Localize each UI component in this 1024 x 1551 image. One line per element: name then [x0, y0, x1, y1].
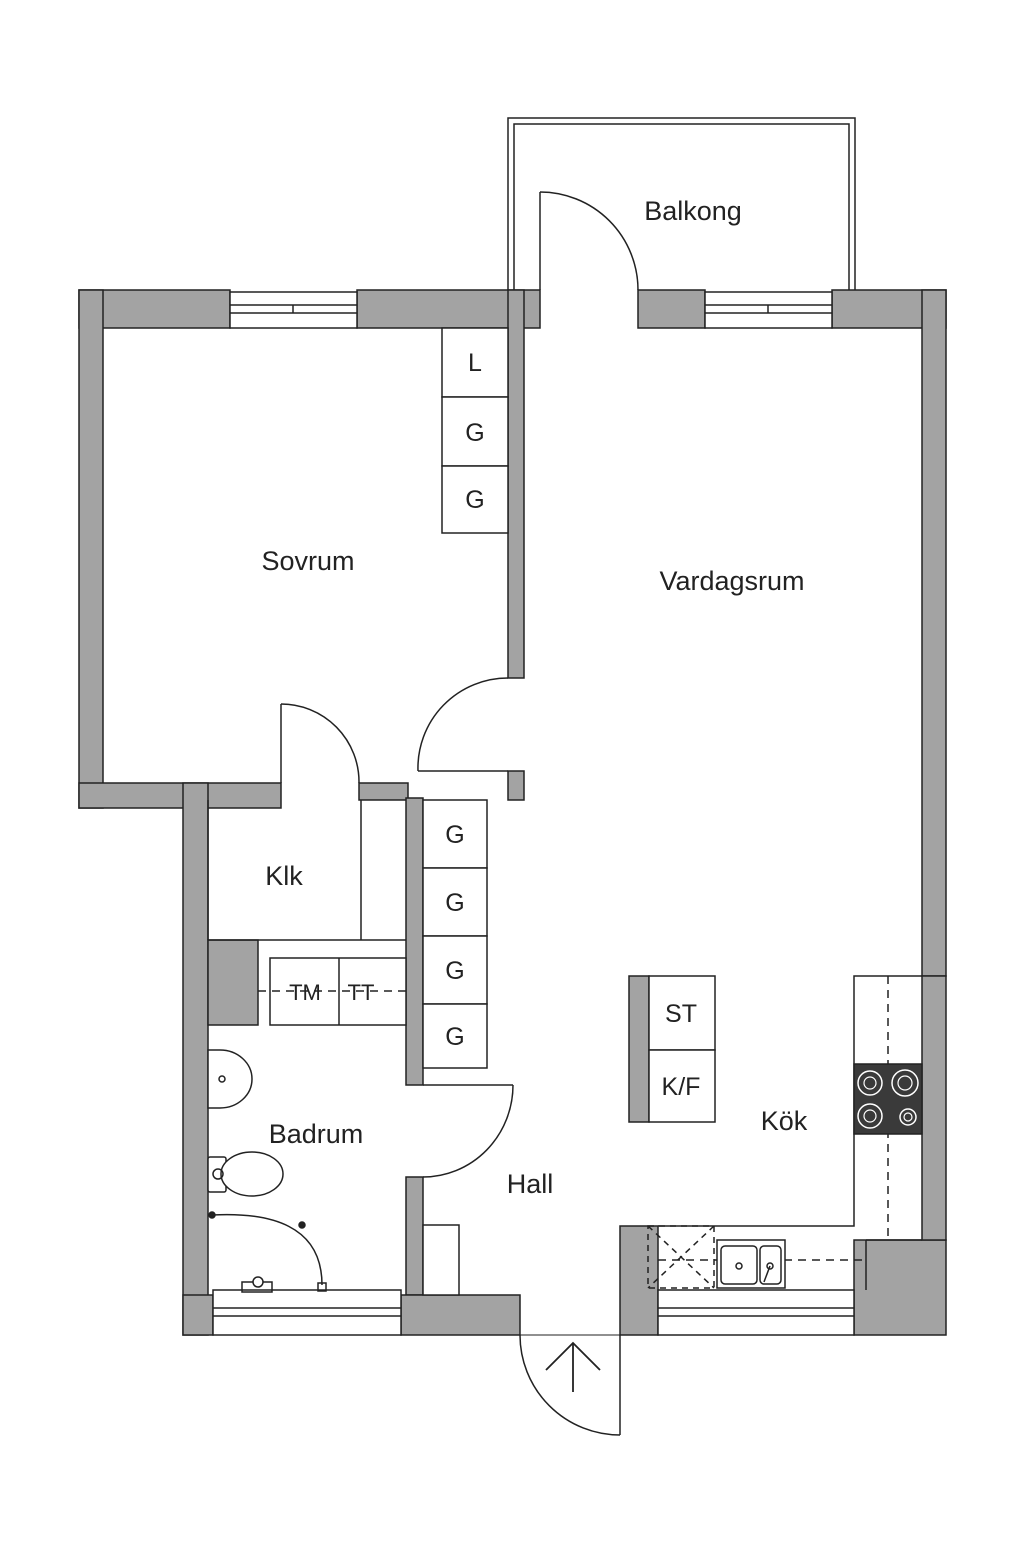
label-hall-g1: G	[445, 821, 464, 849]
storage-labels: L G G G G G G	[445, 349, 484, 1051]
toilet-icon	[207, 1151, 284, 1197]
wardrobe-hall-1	[422, 799, 488, 869]
window-badrum	[212, 1289, 402, 1336]
doors	[280, 191, 639, 1436]
door-klk	[280, 703, 360, 784]
window-vardagsrum	[704, 291, 833, 329]
label-sovrum-l: L	[468, 349, 482, 377]
label-st: ST	[665, 1000, 697, 1028]
label-kf: K/F	[662, 1073, 701, 1101]
entrance-arrow-icon	[545, 1341, 601, 1392]
window-kok	[657, 1289, 855, 1336]
wardrobe-sovrum-2	[441, 396, 509, 467]
fridge-unit	[628, 975, 716, 1123]
stove-icon	[853, 1063, 923, 1135]
label-tt: TT	[348, 980, 375, 1005]
shower-icon	[208, 1211, 327, 1293]
balcony	[507, 117, 856, 290]
room-label-vardagsrum: Vardagsrum	[659, 566, 804, 596]
room-labels: Balkong Sovrum Vardagsrum Klk Badrum Hal…	[261, 196, 807, 1199]
room-label-klk: Klk	[265, 861, 303, 891]
door-sovrum	[417, 677, 509, 772]
room-label-sovrum: Sovrum	[261, 546, 354, 576]
label-hall-g3: G	[445, 957, 464, 985]
sink-icon	[716, 1239, 786, 1289]
wardrobe-sovrum-1	[441, 327, 509, 398]
dishwasher	[647, 1225, 715, 1289]
label-sovrum-g2: G	[465, 486, 484, 514]
room-label-balkong: Balkong	[644, 196, 742, 226]
label-hall-g4: G	[445, 1023, 464, 1051]
walls	[78, 289, 947, 1336]
windows	[212, 291, 855, 1336]
door-balkong	[539, 191, 639, 291]
wardrobe-hall-2	[422, 867, 488, 937]
wardrobe-hall-4	[422, 1003, 488, 1069]
door-badrum	[422, 1084, 514, 1178]
appliance-labels: TM TT ST K/F	[289, 980, 700, 1101]
door-entrance	[519, 1334, 621, 1436]
label-tm: TM	[289, 980, 321, 1005]
basin-icon	[207, 1049, 253, 1109]
window-sovrum	[229, 291, 358, 329]
hall-shoe-shelf	[422, 1224, 460, 1296]
label-sovrum-g1: G	[465, 419, 484, 447]
room-label-badrum: Badrum	[269, 1119, 364, 1149]
klk-shelf	[207, 800, 406, 941]
wardrobe-sovrum-3	[441, 465, 509, 534]
bathroom-fixtures	[207, 957, 407, 1293]
wardrobes	[422, 327, 509, 1069]
label-hall-g2: G	[445, 889, 464, 917]
room-label-kok: Kök	[761, 1106, 808, 1136]
room-label-hall: Hall	[507, 1169, 554, 1199]
